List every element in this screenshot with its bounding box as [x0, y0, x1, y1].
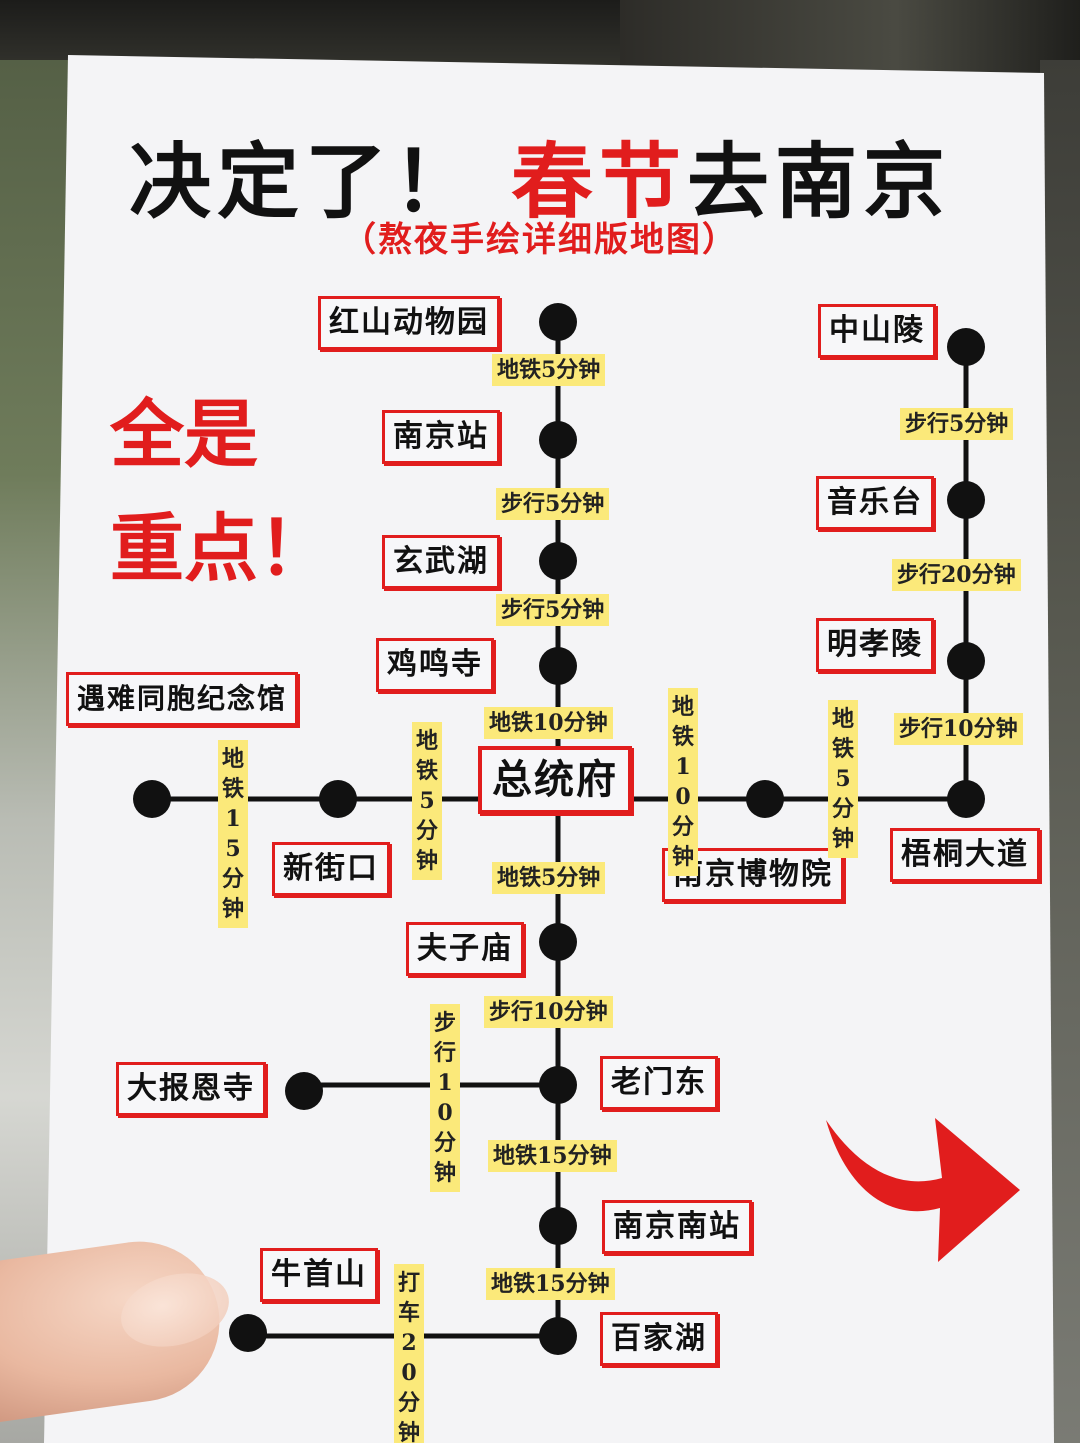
station-nanjing-museum: 南京博物院 — [662, 848, 844, 902]
stop-dot-bao-en-temple — [285, 1072, 323, 1110]
station-zhongshan-mausoleum: 中山陵 — [818, 304, 936, 358]
station-wutong-avenue: 梧桐大道 — [890, 828, 1040, 882]
station-laomendong: 老门东 — [600, 1056, 718, 1110]
segment-laomendong-to-south: 地铁15分钟 — [488, 1140, 617, 1172]
segment-xuanwu-to-jiming: 步行5分钟 — [496, 594, 610, 626]
stop-dot-wutong-avenue — [947, 780, 985, 818]
segment-niushou-to-baijiahu: 打车20分钟 — [394, 1264, 424, 1443]
red-curved-arrow-icon — [826, 1118, 1020, 1262]
segment-baoen-to-laomendong: 步行10分钟 — [430, 1004, 460, 1192]
stop-dot-xuanwu-lake — [539, 542, 577, 580]
stop-dot-ming-xiaoling — [947, 642, 985, 680]
stop-dot-nanjing-south — [539, 1207, 577, 1245]
segment-fuzimiao-to-laomendong: 步行10分钟 — [484, 996, 613, 1028]
title-red: 春节 — [510, 134, 687, 230]
segment-station-to-xuanwu: 步行5分钟 — [496, 488, 610, 520]
segment-memorial-to-xinjiekou: 地铁15分钟 — [218, 740, 248, 928]
segment-palace-to-museum: 地铁10分钟 — [668, 688, 698, 876]
station-music-stage: 音乐台 — [816, 476, 934, 530]
segment-museum-to-wutong: 地铁5分钟 — [828, 700, 858, 858]
stop-dot-fuzimiao — [539, 923, 577, 961]
segment-music-to-mingxiaoling: 步行20分钟 — [892, 559, 1021, 591]
segment-zhongshan-to-music: 步行5分钟 — [900, 408, 1014, 440]
stop-dot-jiming-temple — [539, 647, 577, 685]
stop-dot-memorial-hall — [133, 780, 171, 818]
station-xinjiekou: 新街口 — [272, 842, 390, 896]
title-main: 决定了！ — [128, 134, 481, 230]
stop-dot-nanjing-museum — [746, 780, 784, 818]
station-nanjing-station: 南京站 — [382, 410, 500, 464]
slogan-line-1: 全是 — [110, 392, 258, 478]
station-ming-xiaoling: 明孝陵 — [816, 618, 934, 672]
segment-palace-to-fuzimiao: 地铁5分钟 — [492, 862, 606, 894]
stop-dot-niushou-mountain — [229, 1314, 267, 1352]
station-xuanwu-lake: 玄武湖 — [382, 535, 500, 589]
station-niushou-mountain: 牛首山 — [260, 1248, 378, 1302]
segment-xinjiekou-to-palace: 地铁5分钟 — [412, 722, 442, 880]
stop-dot-baijiahu — [539, 1317, 577, 1355]
station-jiming-temple: 鸡鸣寺 — [376, 638, 494, 692]
stop-dot-laomendong — [539, 1066, 577, 1104]
segment-south-to-baijiahu: 地铁15分钟 — [486, 1268, 615, 1300]
station-fuzimiao: 夫子庙 — [406, 922, 524, 976]
stop-dot-zhongshan-mausoleum — [947, 328, 985, 366]
station-baijiahu: 百家湖 — [600, 1312, 718, 1366]
title-rest: 去南京 — [687, 134, 952, 230]
stop-dot-nanjing-station — [539, 421, 577, 459]
stop-dot-music-stage — [947, 481, 985, 519]
station-hongshan-zoo: 红山动物园 — [318, 296, 500, 350]
map-title: 决定了！ 春节去南京 — [60, 115, 1020, 234]
segment-jiming-to-palace: 地铁10分钟 — [484, 707, 613, 739]
station-nanjing-south: 南京南站 — [602, 1200, 752, 1254]
segment-mingxiaoling-to-wutong: 步行10分钟 — [894, 713, 1023, 745]
segment-zoo-to-station: 地铁5分钟 — [492, 354, 606, 386]
station-bao-en-temple: 大报恩寺 — [116, 1062, 266, 1116]
station-presidential-palace: 总统府 — [478, 746, 632, 814]
stop-dot-hongshan-zoo — [539, 303, 577, 341]
map-subtitle: （熬夜手绘详细版地图） — [342, 220, 738, 260]
slogan-line-2: 重点！ — [110, 506, 332, 592]
station-memorial-hall: 遇难同胞纪念馆 — [66, 672, 299, 726]
stop-dot-xinjiekou — [319, 780, 357, 818]
